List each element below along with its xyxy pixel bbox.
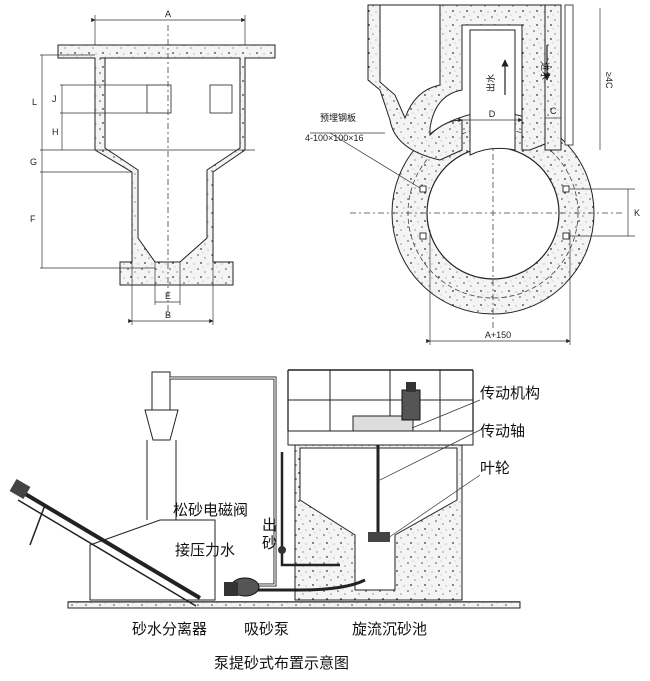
dim-D: D xyxy=(489,109,496,119)
pipe-main-inner xyxy=(170,377,276,586)
plate-leader xyxy=(329,132,421,189)
pump-motor xyxy=(224,582,238,596)
dim-K: K xyxy=(634,208,640,218)
dim-L: L xyxy=(32,97,37,107)
dim-E: E xyxy=(165,291,171,301)
dim-B: B xyxy=(165,310,171,320)
dim-A150: A+150 xyxy=(485,330,511,340)
embed-plate-1 xyxy=(419,185,427,193)
dim-J: J xyxy=(52,94,57,104)
label-separator: 砂水分离器 xyxy=(132,620,207,638)
section-window-right xyxy=(209,84,233,114)
system-layout: 传动机构 传动轴 叶轮 松砂电磁阀 接压力水 出 砂 砂水分离器 吸砂泵 旋流沉… xyxy=(9,369,540,672)
label-pressure-water: 接压力水 xyxy=(175,541,235,559)
dim-A: A xyxy=(165,9,171,19)
embed-plate-2 xyxy=(419,232,427,240)
label-impeller: 叶轮 xyxy=(480,459,510,477)
outlet-label: 出水 xyxy=(485,74,497,92)
pipe-pressure xyxy=(280,452,340,567)
tank-platform xyxy=(287,430,474,446)
label-shaft: 传动轴 xyxy=(480,422,525,440)
drive-motor-cap xyxy=(406,382,416,392)
label-sand-out-2: 砂 xyxy=(262,534,277,552)
separator-tank xyxy=(89,519,216,601)
impeller xyxy=(368,532,390,542)
inlet-label: 进水 xyxy=(539,62,551,80)
plate-spec: 4-100×100×16 xyxy=(305,133,364,143)
embed-plate-3 xyxy=(562,185,570,193)
screw-motor xyxy=(9,478,31,500)
cyclone-cone xyxy=(144,409,179,441)
label-tank: 旋流沉砂池 xyxy=(352,620,427,638)
plate-label: 预埋钢板 xyxy=(320,112,356,124)
plan-view: 出水 进水 ≥4C D C 预埋钢板 4-100×100×16 K A+150 xyxy=(305,4,640,345)
dim-C: C xyxy=(550,106,557,116)
screw-conveyor xyxy=(20,490,202,600)
dim-G: G xyxy=(30,157,37,167)
ground-hatch xyxy=(67,601,521,609)
dim-F: F xyxy=(30,214,36,224)
discharge-chute xyxy=(29,504,46,546)
pipe-suction xyxy=(250,578,366,592)
label-pump: 吸砂泵 xyxy=(244,620,289,638)
section-window-left xyxy=(146,84,172,114)
dim-4C: ≥4C xyxy=(604,72,614,89)
leader-drive xyxy=(411,399,481,429)
leader-impeller xyxy=(387,474,481,539)
drive-motor xyxy=(401,389,421,421)
screw-conveyor-edge xyxy=(17,499,197,607)
leader-shaft xyxy=(379,429,481,481)
drive-base xyxy=(352,415,414,432)
outlet-channel-inner xyxy=(379,4,441,120)
inlet-channel-wall xyxy=(564,4,574,146)
label-drive: 传动机构 xyxy=(480,384,540,402)
solenoid-valve xyxy=(278,546,286,554)
embed-plate-4 xyxy=(562,232,570,240)
caption: 泵提砂式布置示意图 xyxy=(214,654,349,672)
cyclone-upper xyxy=(151,371,171,411)
label-valve: 松砂电磁阀 xyxy=(173,501,248,519)
section-inner-cavity xyxy=(100,57,241,263)
dim-H: H xyxy=(52,127,59,137)
label-sand-out-1: 出 xyxy=(262,516,277,534)
section-view: A L J H G F E B xyxy=(30,9,276,325)
